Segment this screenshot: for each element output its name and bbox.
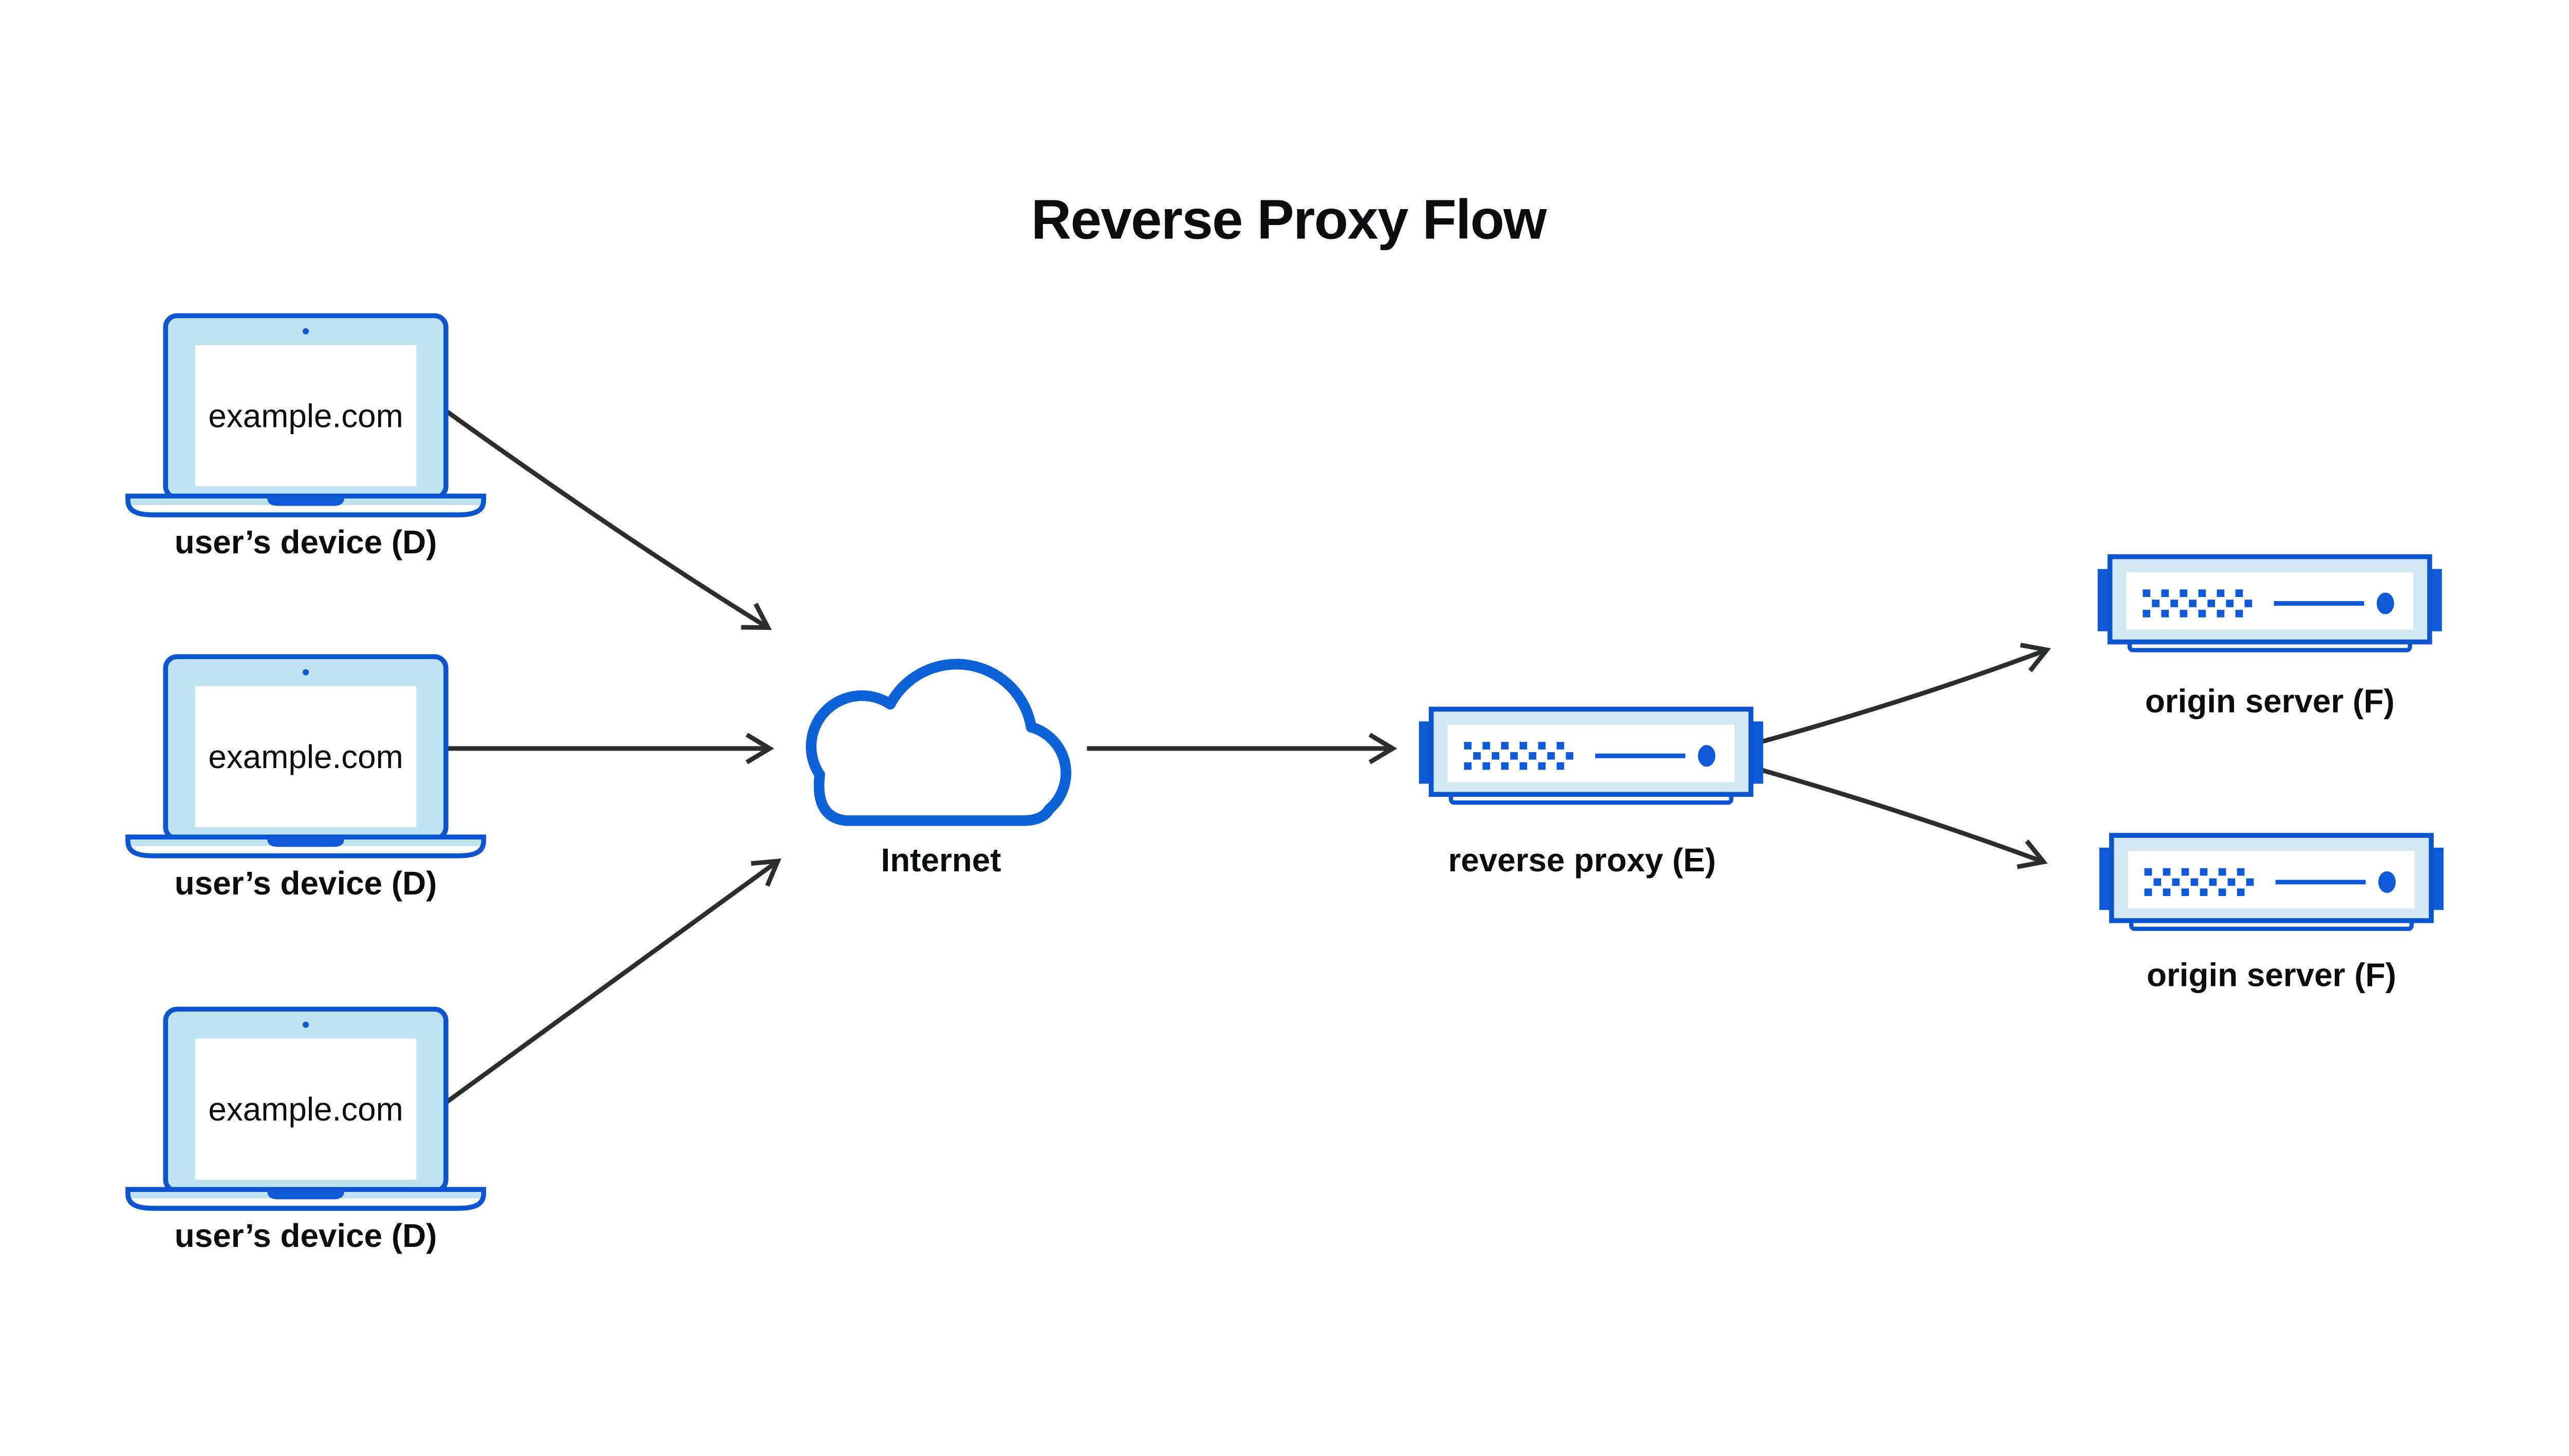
reverse-proxy-label: reverse proxy (E) (1448, 842, 1716, 879)
arrow-proxy-to-origin1 (1760, 643, 2051, 744)
server-icon (2098, 557, 2442, 650)
device-label: user’s device (D) (175, 524, 437, 561)
arrow-device3-to-internet (444, 858, 781, 1105)
user-device-3-node: example.com user’s device (D) (128, 1009, 483, 1254)
diagram-title: Reverse Proxy Flow (1031, 189, 1547, 251)
user-device-2-node: example.com user’s device (D) (128, 657, 483, 902)
origin-server-1-node: origin server (F) (2098, 557, 2442, 720)
origin-server-label: origin server (F) (2145, 683, 2395, 720)
user-device-1-node: example.com user’s device (D) (128, 316, 483, 561)
internet-label: Internet (881, 842, 1001, 879)
server-icon (2099, 835, 2444, 929)
flow-arrows (442, 408, 2051, 1105)
origin-server-2-node: origin server (F) (2099, 835, 2444, 994)
origin-server-label: origin server (F) (2147, 957, 2396, 994)
cloud-icon (806, 659, 1071, 826)
device-screen-text: example.com (208, 397, 403, 434)
internet-node: Internet (806, 659, 1071, 879)
reverse-proxy-node: reverse proxy (E) (1419, 709, 1763, 879)
device-screen-text: example.com (208, 738, 403, 775)
arrow-proxy-to-origin2 (1760, 768, 2048, 869)
device-screen-text: example.com (208, 1091, 403, 1128)
device-label: user’s device (D) (175, 1217, 437, 1254)
server-icon (1419, 709, 1763, 802)
device-label: user’s device (D) (175, 865, 437, 902)
arrow-device1-to-internet (444, 408, 772, 630)
